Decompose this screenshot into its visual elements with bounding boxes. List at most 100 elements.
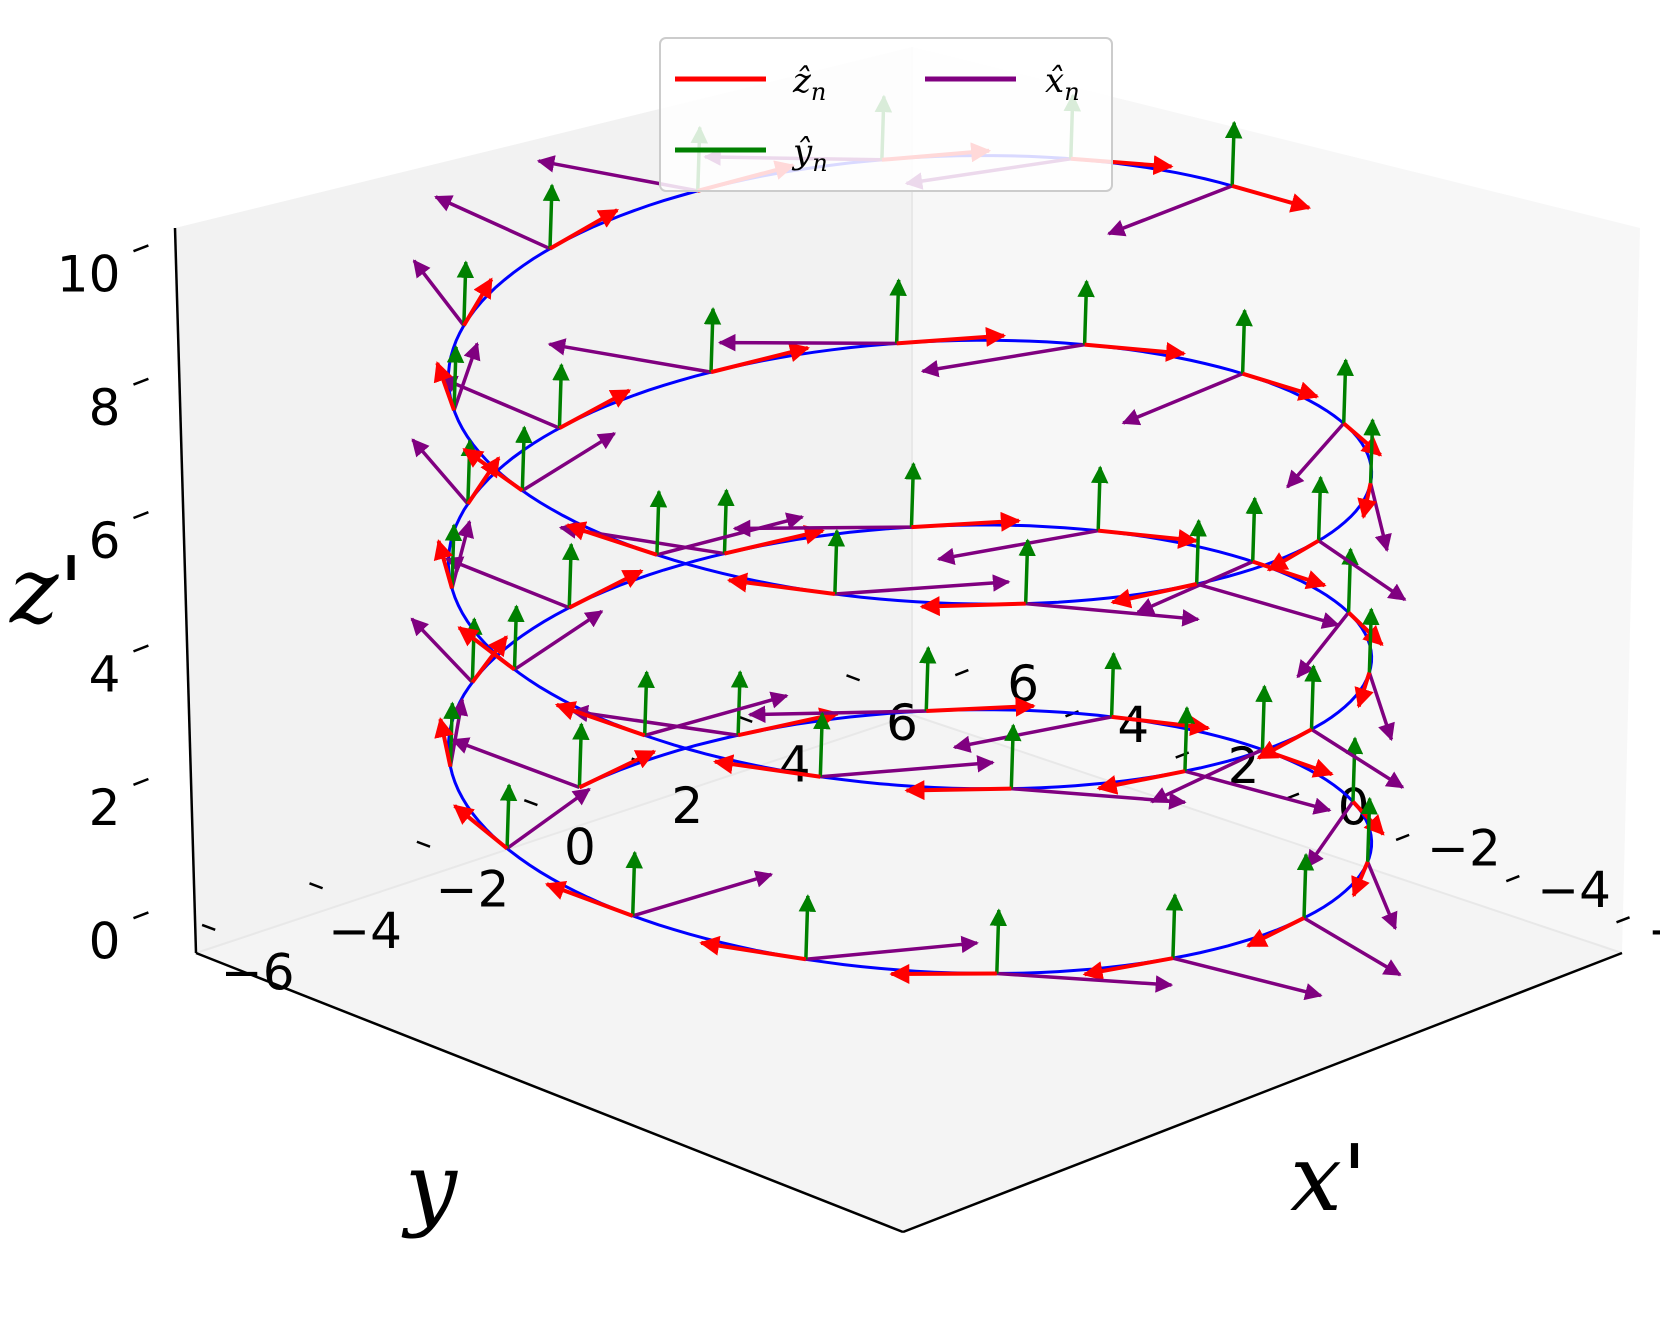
- z-axis-label: z': [9, 537, 84, 644]
- y-hat-arrow: [507, 604, 525, 670]
- y-hat-arrow: [717, 488, 735, 554]
- z-hat-arrow: [1246, 916, 1305, 948]
- y-tick-label: 6: [886, 694, 918, 752]
- y-hat-arrow: [904, 461, 922, 528]
- x-hat-arrow: [1286, 422, 1346, 489]
- z-hat-arrow: [565, 521, 658, 557]
- y-tick-label: 0: [564, 819, 596, 877]
- x-tick-label: −4: [1537, 861, 1611, 919]
- x-tick-label: −2: [1427, 820, 1501, 878]
- y-axis-line: [195, 951, 904, 1234]
- legend: ẑn ŷn x̂n: [659, 37, 1113, 192]
- z-hat-arrow: [926, 696, 1036, 717]
- legend-label-z: ẑn: [792, 61, 826, 106]
- y-hat-arrow: [446, 345, 465, 411]
- x-hat-arrow: [644, 691, 789, 738]
- x-hat-arrow: [805, 935, 979, 962]
- z-hat-arrow: [1357, 482, 1377, 520]
- z-hat-arrow: [1084, 342, 1187, 362]
- y-hat-arrow: [1245, 496, 1263, 562]
- y-hat-arrow: [443, 701, 461, 767]
- y-hat-arrow: [1224, 120, 1243, 186]
- y-axis-label: y: [401, 1133, 458, 1240]
- z-hat-arrow: [1252, 559, 1327, 590]
- z-hat-arrow: [453, 804, 509, 851]
- y-hat-arrow: [919, 645, 937, 712]
- helix-layer: [410, 93, 1407, 1001]
- z-hat-arrow: [1082, 956, 1174, 981]
- x-hat-arrow: [506, 787, 591, 850]
- z-tick: [133, 244, 149, 253]
- z-hat-arrow: [433, 361, 456, 411]
- x-hat-arrow: [450, 519, 474, 589]
- legend-label-x: x̂n: [1045, 61, 1080, 106]
- y-hat-arrow: [552, 363, 570, 429]
- x-hat-arrow: [1196, 582, 1340, 629]
- y-hat-arrow: [1341, 547, 1359, 613]
- x-hat-arrow: [1172, 956, 1323, 1001]
- y-tick: [846, 674, 861, 682]
- x-hat-arrow: [996, 971, 1174, 993]
- z-hat-arrow: [462, 277, 494, 327]
- y-hat-arrow: [572, 722, 590, 788]
- z-hat-arrow: [1242, 371, 1320, 401]
- x-hat-arrow: [513, 609, 604, 672]
- x-hat-arrow: [1310, 727, 1405, 789]
- z-hat-arrow: [1231, 183, 1312, 213]
- z-hat-arrow: [712, 754, 821, 779]
- y-tick-label: −4: [328, 902, 402, 960]
- x-axis-label: x': [1290, 1125, 1367, 1232]
- y-hat-arrow: [1304, 664, 1322, 730]
- y-tick-label: 2: [671, 777, 703, 835]
- back-left-pane: [175, 47, 912, 953]
- y-hat-arrow: [889, 278, 907, 344]
- y-hat-arrow: [813, 711, 831, 777]
- y-hat-arrow: [1004, 723, 1022, 789]
- y-hat-arrow: [542, 183, 561, 249]
- z-hat-arrow: [568, 569, 644, 610]
- x-hat-arrow: [411, 438, 470, 506]
- x-hat-arrow: [1011, 786, 1187, 810]
- y-tick: [523, 798, 538, 807]
- x-hat-arrow: [452, 341, 481, 411]
- pane-edge-floor-left: [195, 714, 913, 954]
- z-hat-arrow: [896, 326, 1007, 347]
- z-hat-arrow: [1266, 538, 1320, 572]
- x-hat-arrow: [936, 528, 1099, 566]
- z-tick-label: 4: [89, 646, 121, 704]
- z-tick: [133, 377, 149, 386]
- z-hat-arrow: [554, 701, 646, 738]
- x-axis-line: [902, 951, 1623, 1234]
- x-hat-arrow: [434, 195, 551, 251]
- x-hat-arrow: [1107, 184, 1233, 237]
- z-hat-arrow: [544, 881, 634, 918]
- y-hat-arrow: [1077, 279, 1095, 345]
- legend-box: [659, 37, 1113, 192]
- x-tick-label: 4: [1117, 696, 1149, 754]
- x-hat-arrow: [632, 870, 774, 918]
- y-hat-arrow: [798, 894, 817, 960]
- x-tick: [954, 668, 969, 677]
- z-hat-arrow: [904, 780, 1012, 801]
- z-axis-line: [173, 227, 198, 954]
- z-tick-label: 10: [57, 245, 121, 303]
- y-hat-arrow: [1090, 465, 1109, 531]
- back-right-pane: [912, 47, 1640, 953]
- z-tick-label: 6: [89, 512, 121, 570]
- z-hat-arrow: [1354, 671, 1374, 709]
- z-hat-arrow: [548, 208, 619, 251]
- x-hat-arrow: [570, 704, 739, 737]
- y-hat-arrow: [456, 260, 475, 326]
- y-hat-arrow: [625, 850, 643, 916]
- y-hat-arrow: [465, 617, 483, 683]
- x-hat-arrow: [412, 259, 466, 327]
- z-tick: [133, 644, 149, 653]
- z-hat-arrow: [919, 596, 1026, 617]
- z-hat-arrow: [1097, 528, 1199, 549]
- x-hat-arrow: [747, 705, 927, 724]
- z-tick-label: 2: [89, 779, 121, 837]
- x-hat-arrow: [410, 617, 474, 684]
- x-hat-arrow: [952, 715, 1112, 753]
- x-tick: [1505, 874, 1520, 883]
